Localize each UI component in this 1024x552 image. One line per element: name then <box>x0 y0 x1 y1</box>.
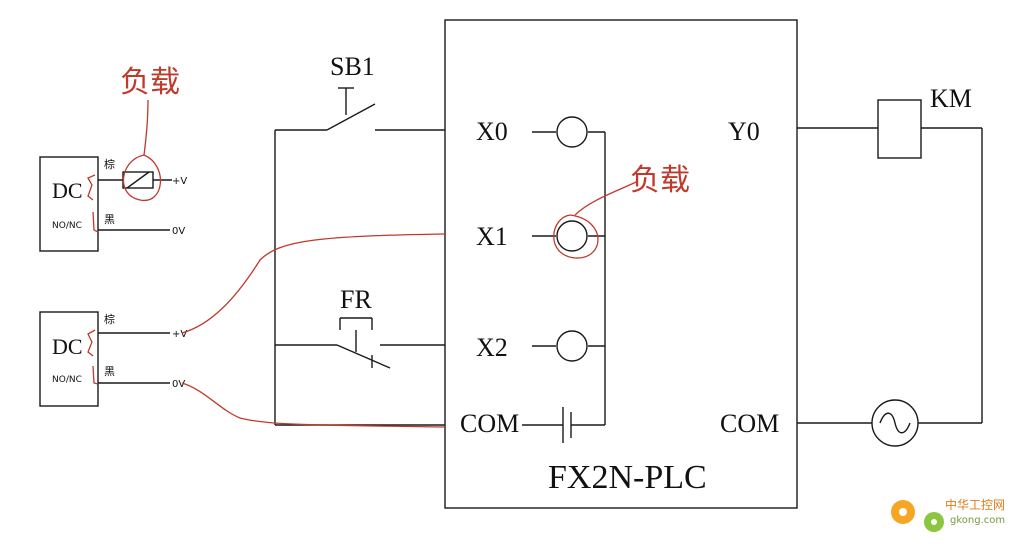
x2-input-circle <box>556 330 588 362</box>
com-out-label: COM <box>720 409 779 438</box>
watermark-brand: 中华工控网 <box>945 497 1005 512</box>
load-annotation-1: 负载 <box>120 65 180 100</box>
sensor2: DC NO/NC 棕 黑 +V 0V <box>39 311 187 407</box>
sensor2-mode: NO/NC <box>52 375 82 385</box>
sensor1: DC NO/NC 棕 黑 +V 0V <box>39 156 187 252</box>
x0-label: X0 <box>476 117 508 146</box>
x1-input-circle <box>556 220 588 252</box>
com-in-label: COM <box>460 409 519 438</box>
sensor1-black: 黑 <box>104 213 115 226</box>
watermark-url: gkong.com <box>950 515 1005 526</box>
sensor1-plus-v: +V <box>172 176 187 187</box>
y0-label: Y0 <box>728 117 760 146</box>
sensor2-label: DC <box>52 334 83 359</box>
sensor2-zero-v: 0V <box>172 379 185 390</box>
watermark-logo: 中华工控网 gkong.com <box>891 497 1005 532</box>
sb1-label: SB1 <box>330 52 375 81</box>
load-annotation-2: 负载 <box>630 163 690 198</box>
sensor2-brown: 棕 <box>104 312 115 326</box>
red-annotations: 负载 负载 <box>87 65 690 428</box>
sb1-button <box>338 87 354 115</box>
sensor1-label: DC <box>52 178 83 203</box>
sensor2-plus-v: +V <box>172 329 187 340</box>
fr-contact-head <box>339 317 373 352</box>
plc-box <box>444 19 798 509</box>
sensor1-mode: NO/NC <box>52 221 82 231</box>
sensor2-black: 黑 <box>104 365 115 378</box>
fr-label: FR <box>340 285 372 314</box>
km-coil <box>877 99 922 159</box>
sensor1-zero-v: 0V <box>172 226 185 237</box>
km-label: KM <box>930 84 972 113</box>
sensor1-brown: 棕 <box>104 157 115 171</box>
x1-label: X1 <box>476 222 508 251</box>
x2-label: X2 <box>476 333 508 362</box>
x0-input-circle <box>556 116 588 148</box>
plc-name: FX2N-PLC <box>548 459 707 496</box>
